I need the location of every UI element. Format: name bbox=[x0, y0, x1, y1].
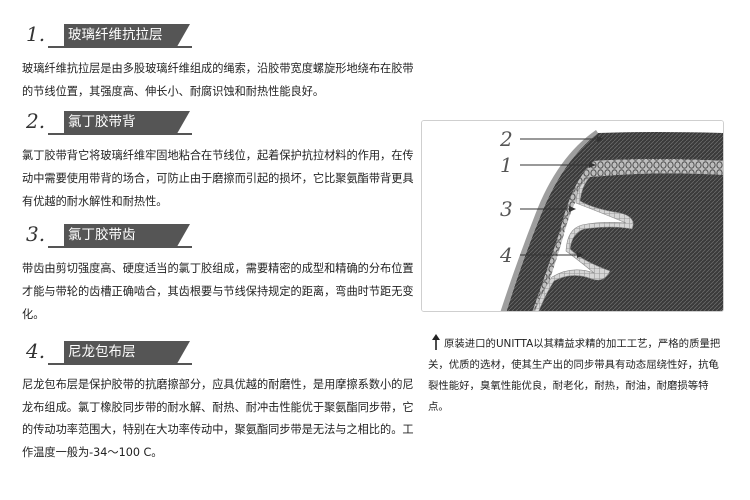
section-number: 3. bbox=[26, 222, 46, 246]
section-title: 氯丁胶带背 bbox=[64, 111, 190, 133]
title-underline bbox=[48, 46, 192, 48]
title-underline bbox=[48, 363, 192, 365]
callout-label: 1 bbox=[500, 153, 513, 177]
title-underline bbox=[48, 246, 192, 248]
section-header: 3. 氯丁胶带齿 bbox=[22, 222, 414, 248]
section-title: 玻璃纤维抗拉层 bbox=[64, 24, 190, 46]
section-header: 4. 尼龙包布层 bbox=[22, 339, 414, 365]
section-title: 氯丁胶带齿 bbox=[64, 224, 190, 246]
section-number: 1. bbox=[26, 22, 46, 46]
belt-diagram: 2 1 3 4 bbox=[422, 121, 723, 311]
section-text: 尼龙包布层是保护胶带的抗磨擦部分，应具优越的耐磨性，是用摩擦系数小的尼龙布组成。… bbox=[22, 378, 414, 459]
caption-text: 原装进口的UNITTA以其精益求精的加工工艺，严格的质量把关，优质的选材，使其生… bbox=[428, 338, 721, 413]
callout-label: 2 bbox=[499, 127, 513, 151]
callout-label: 4 bbox=[499, 243, 513, 267]
section-neoprene-teeth: 3. 氯丁胶带齿 带齿由剪切强度高、硬度适当的氯丁胶组成，需要精密的成型和精确的… bbox=[22, 222, 414, 326]
section-header: 2. 氯丁胶带背 bbox=[22, 109, 414, 135]
section-neoprene-back: 2. 氯丁胶带背 氯丁胶带背它将玻璃纤维牢固地粘合在节线位，起着保护抗拉材料的作… bbox=[22, 109, 414, 213]
belt-teeth bbox=[538, 173, 723, 311]
section-text: 氯丁胶带背它将玻璃纤维牢固地粘合在节线位，起着保护抗拉材料的作用，在传动中需要使… bbox=[22, 149, 414, 208]
section-number: 2. bbox=[26, 109, 46, 133]
section-title: 尼龙包布层 bbox=[64, 341, 190, 363]
section-nylon-fabric: 4. 尼龙包布层 尼龙包布层是保护胶带的抗磨擦部分，应具优越的耐磨性，是用摩擦系… bbox=[22, 339, 414, 464]
section-text: 玻璃纤维抗拉层是由多股玻璃纤维组成的绳索，沿胶带宽度螺旋形地绕布在胶带的节线位置… bbox=[22, 62, 414, 98]
nylon-fabric-layer bbox=[534, 176, 634, 311]
figure-caption: 原装进口的UNITTA以其精益求精的加工工艺，严格的质量把关，优质的选材，使其生… bbox=[428, 334, 728, 418]
title-underline bbox=[48, 133, 192, 135]
section-number: 4. bbox=[26, 339, 46, 363]
section-text: 带齿由剪切强度高、硬度适当的氯丁胶组成，需要精密的成型和精确的分布位置才能与带轮… bbox=[22, 262, 414, 321]
belt-cross-section-figure: 2 1 3 4 bbox=[421, 120, 724, 312]
section-glass-fiber: 1. 玻璃纤维抗拉层 玻璃纤维抗拉层是由多股玻璃纤维组成的绳索，沿胶带宽度螺旋形… bbox=[22, 22, 414, 103]
callout-label: 3 bbox=[500, 197, 513, 221]
up-arrow-icon bbox=[432, 334, 440, 350]
belt-back-layer bbox=[506, 132, 723, 311]
section-header: 1. 玻璃纤维抗拉层 bbox=[22, 22, 414, 48]
